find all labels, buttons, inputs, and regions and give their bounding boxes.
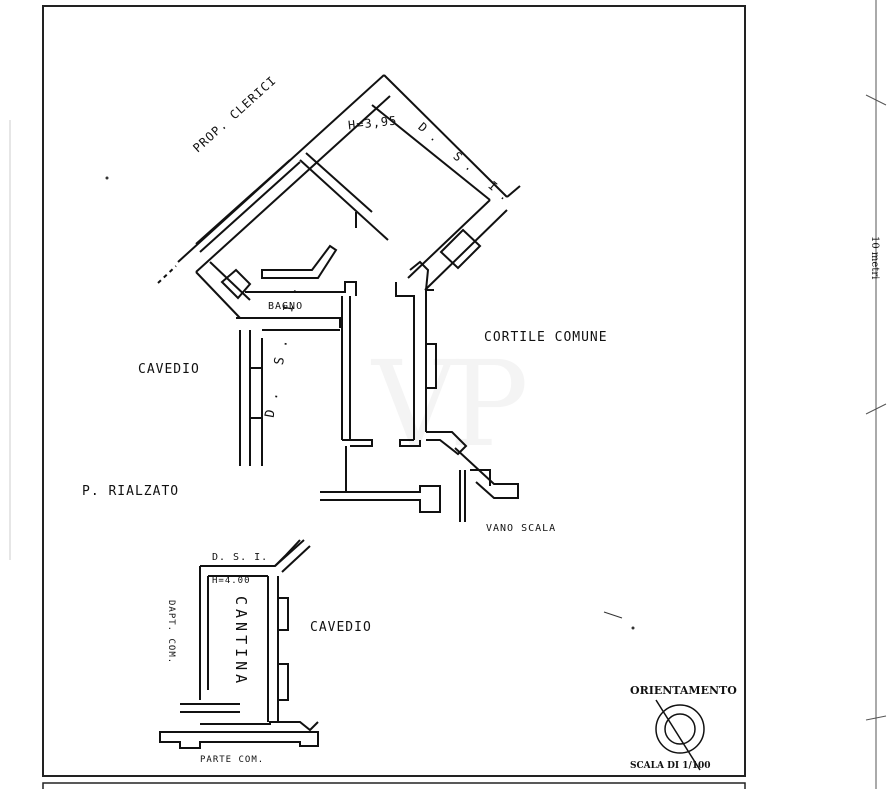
cellar-label: CANTINA	[232, 596, 250, 688]
upper-plan-walls	[157, 74, 521, 522]
lightwell-label-upper: CAVEDIO	[138, 362, 200, 377]
bath-label: BAGNO	[268, 301, 304, 312]
compass-rose	[655, 699, 705, 771]
watermark: VP	[372, 335, 529, 473]
common-side-label: DAPT. COM.	[166, 600, 176, 665]
dsi-label-cellar: D. S. I.	[212, 552, 269, 563]
lightwell-label-lower: CAVEDIO	[310, 620, 372, 635]
stairwell-label: VANO SCALA	[486, 523, 557, 534]
stray-marks	[105, 176, 635, 630]
orientation-label: ORIENTAMENTO	[630, 684, 737, 697]
common-area-label: PARTE COM.	[200, 755, 265, 765]
cellar-height-label: H=4.00	[212, 576, 251, 586]
courtyard-label: CORTILE COMUNE	[484, 330, 608, 345]
cellar-plan-walls	[159, 539, 319, 749]
page-frame	[42, 5, 746, 789]
floor-level-label: P. RIALZATO	[82, 484, 180, 499]
scale-label: SCALA DI 1/100	[630, 761, 711, 771]
scale-bar	[9, 0, 887, 789]
scale-bar-label: 10 metri	[869, 236, 880, 280]
